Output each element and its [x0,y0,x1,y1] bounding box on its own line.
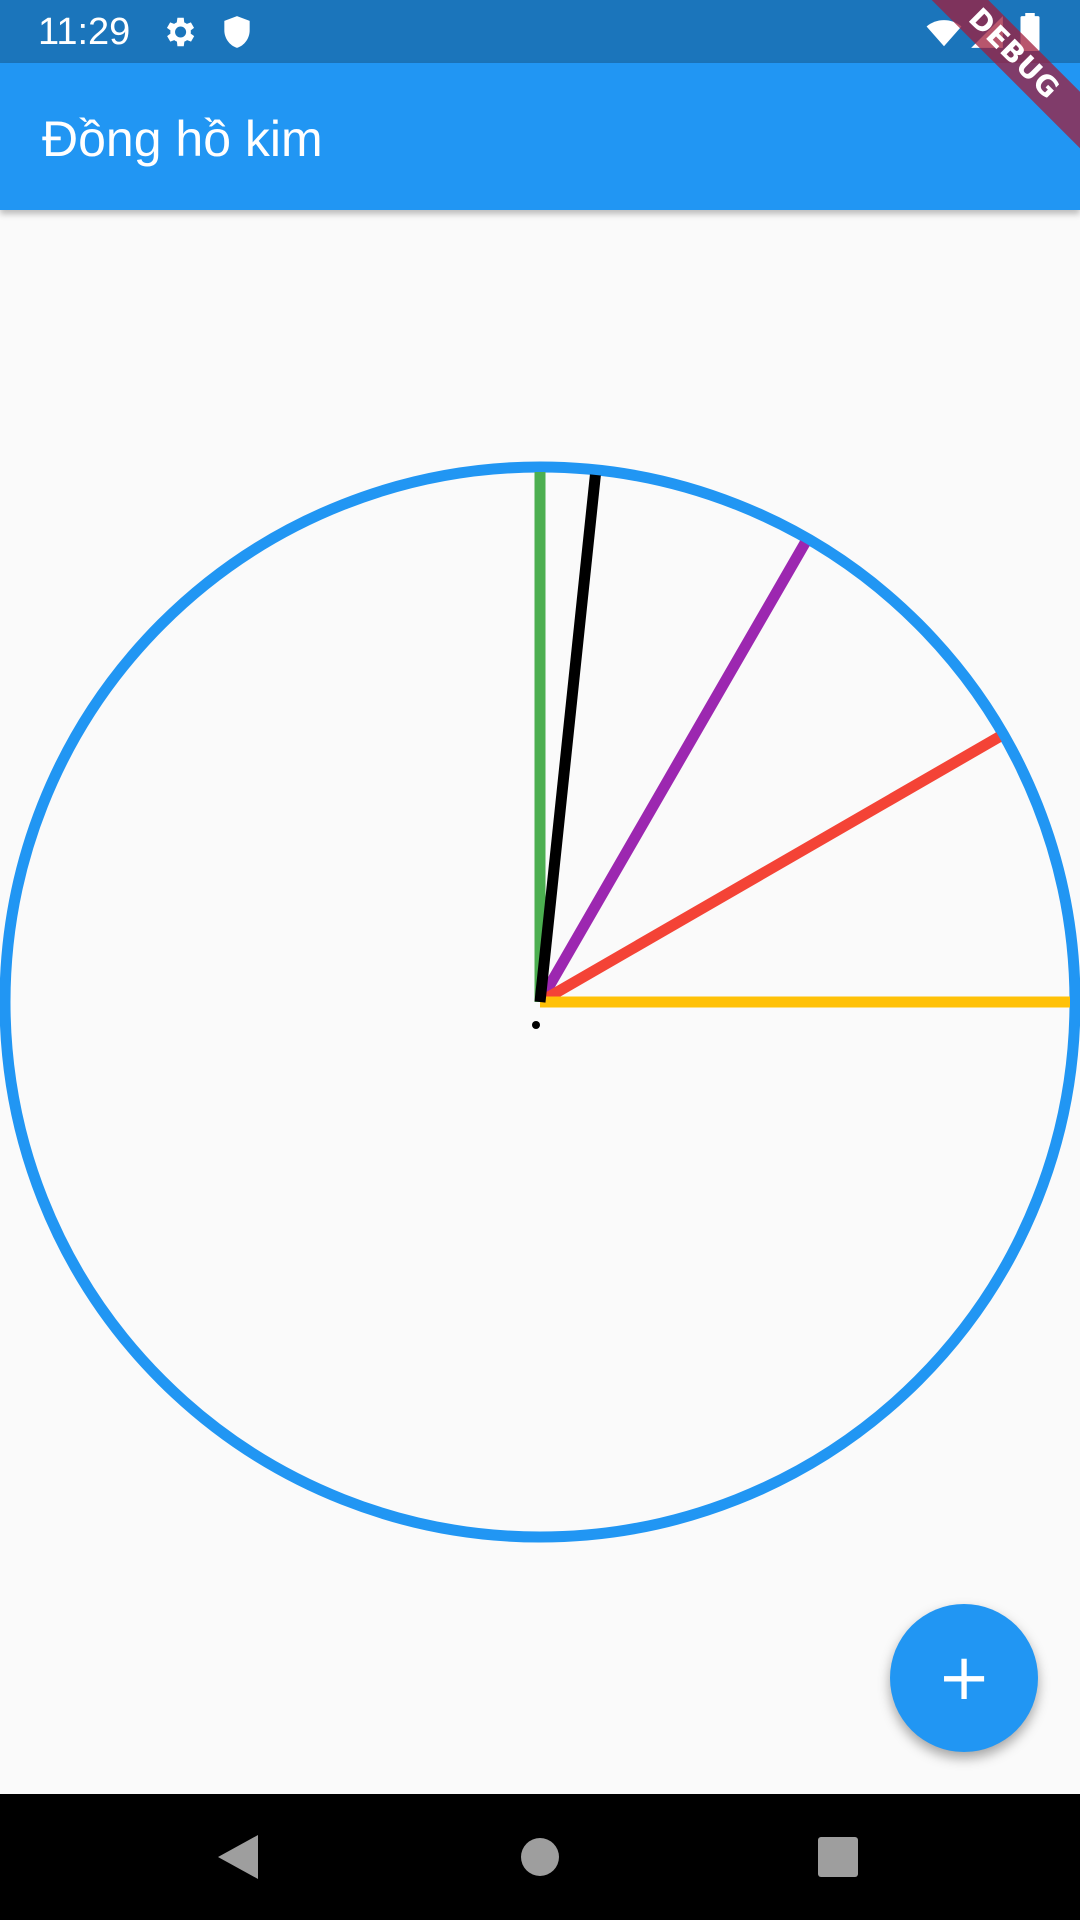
navigation-bar [0,1794,1080,1920]
clock-face [0,461,1080,1543]
app-title: Đồng hồ kim [42,111,323,167]
add-button[interactable]: + [890,1604,1038,1752]
wifi-icon [926,20,962,47]
settings-icon [166,17,195,47]
plus-icon: + [937,1641,991,1715]
recents-icon[interactable] [808,1827,868,1887]
clock-hands [534,472,1070,1008]
center-dot [532,1021,540,1029]
status-time: 11:29 [38,11,131,53]
purple-hand [535,540,810,1005]
red-hand [537,732,1002,1007]
back-icon[interactable] [208,1827,268,1887]
shield-icon [224,16,250,48]
black-hand [534,474,601,1003]
home-icon[interactable] [510,1827,570,1887]
status-bar: 11:29 [0,0,1080,63]
app-bar: Đồng hồ kim [0,63,1080,210]
analog-clock [0,461,1080,1543]
